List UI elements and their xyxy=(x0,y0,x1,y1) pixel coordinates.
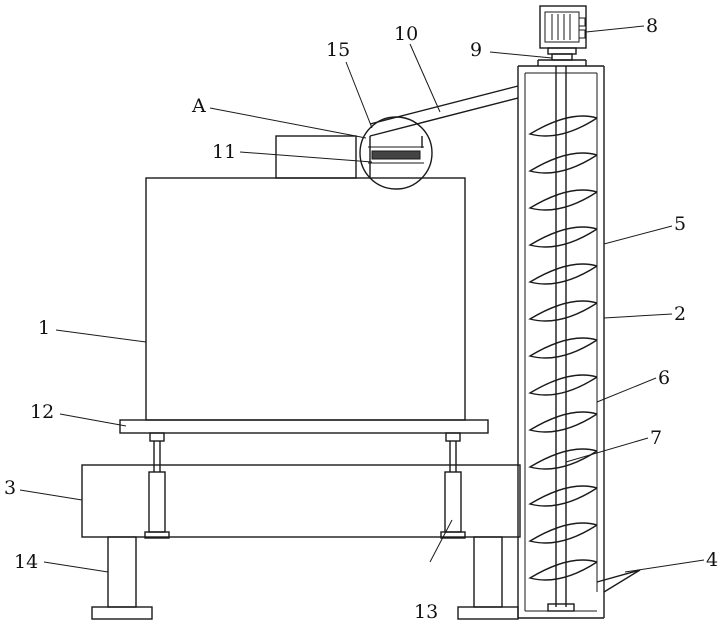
shock-absorber-left xyxy=(145,433,169,538)
label-13: 13 xyxy=(414,601,438,623)
label-6: 6 xyxy=(658,367,670,389)
label-15: 15 xyxy=(326,39,350,61)
label-10: 10 xyxy=(394,23,418,45)
motor xyxy=(540,6,586,48)
leader-lines xyxy=(20,26,704,572)
label-a: A xyxy=(191,95,206,117)
leg-left xyxy=(92,537,152,619)
support-plate xyxy=(120,420,488,433)
reference-labels: 1 2 3 4 5 6 7 8 9 10 11 12 13 14 15 A xyxy=(4,15,718,623)
shock-absorber-right xyxy=(441,433,465,538)
label-3: 3 xyxy=(4,477,16,499)
label-12: 12 xyxy=(30,401,54,423)
label-14: 14 xyxy=(14,551,38,573)
label-5: 5 xyxy=(674,213,686,235)
main-tank-body xyxy=(146,178,465,420)
base-box xyxy=(82,465,520,537)
discharge-pipe xyxy=(370,86,518,136)
top-housing xyxy=(276,136,356,178)
screw-blades xyxy=(530,116,597,580)
label-2: 2 xyxy=(674,303,686,325)
label-1: 1 xyxy=(38,317,50,339)
leg-right xyxy=(458,537,518,619)
label-9: 9 xyxy=(470,39,482,61)
label-7: 7 xyxy=(650,427,662,449)
label-11: 11 xyxy=(212,141,236,163)
filter-screen xyxy=(372,151,420,159)
label-4: 4 xyxy=(706,549,718,571)
label-8: 8 xyxy=(646,15,658,37)
